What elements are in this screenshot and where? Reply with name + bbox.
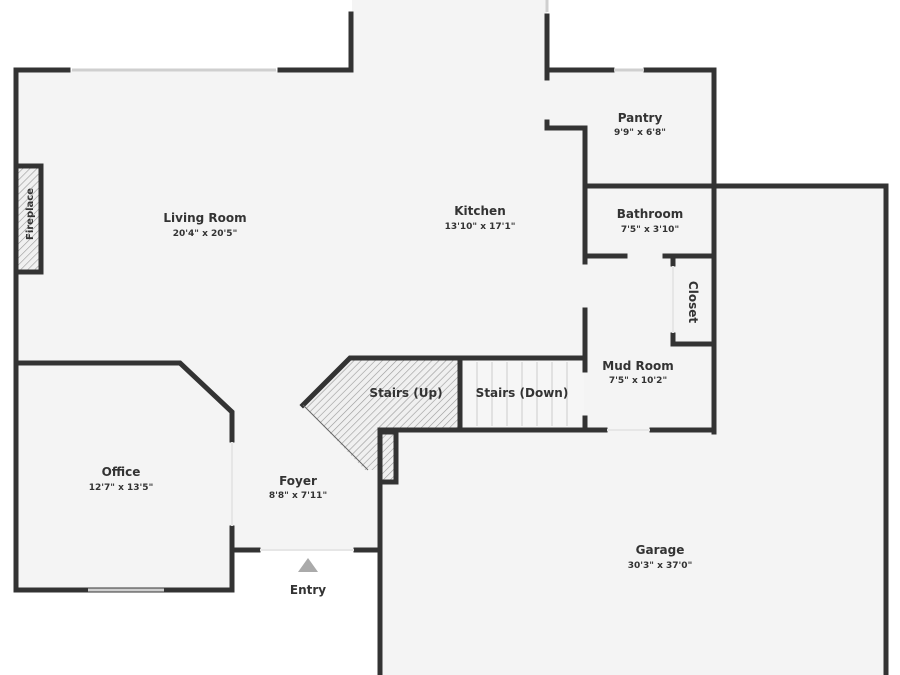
stairs-pillar bbox=[382, 432, 396, 482]
living-room-label: Living Room bbox=[163, 211, 246, 225]
bathroom-label: Bathroom bbox=[617, 207, 683, 221]
walls bbox=[13, 0, 889, 675]
mud-room-dims: 7'5" x 10'2" bbox=[609, 376, 667, 386]
garage-label: Garage bbox=[636, 543, 685, 557]
living-room-dims: 20'4" x 20'5" bbox=[173, 229, 238, 239]
stairs-up-area bbox=[303, 358, 460, 470]
floor-fills bbox=[17, 0, 887, 675]
kitchen-label: Kitchen bbox=[454, 204, 506, 218]
stairs-down-area bbox=[462, 360, 584, 428]
office-label: Office bbox=[102, 465, 141, 479]
fireplace bbox=[18, 168, 40, 272]
garage-dims: 30'3" x 37'0" bbox=[628, 561, 693, 571]
mud-room-label: Mud Room bbox=[602, 359, 673, 373]
stairs-up-label: Stairs (Up) bbox=[369, 386, 442, 400]
foyer-label: Foyer bbox=[279, 474, 317, 488]
kitchen-dims: 13'10" x 17'1" bbox=[445, 222, 516, 232]
foyer-dims: 8'8" x 7'11" bbox=[269, 491, 327, 501]
pantry-dims: 9'9" x 6'8" bbox=[614, 128, 666, 138]
entry-arrow-icon bbox=[298, 558, 318, 572]
entry-label: Entry bbox=[290, 583, 326, 597]
office-dims: 12'7" x 13'5" bbox=[89, 483, 154, 493]
pantry-label: Pantry bbox=[618, 111, 663, 125]
closet-label: Closet bbox=[686, 281, 700, 323]
stairs-down-label: Stairs (Down) bbox=[476, 386, 569, 400]
fireplace-label: Fireplace bbox=[25, 188, 36, 240]
bathroom-dims: 7'5" x 3'10" bbox=[621, 225, 679, 235]
